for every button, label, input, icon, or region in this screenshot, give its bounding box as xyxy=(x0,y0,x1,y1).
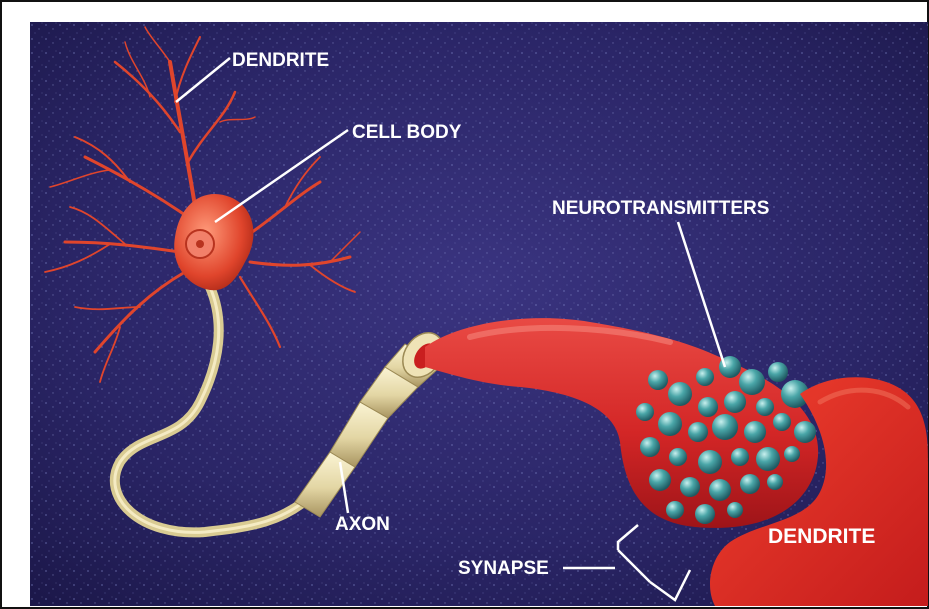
label-synapse: SYNAPSE xyxy=(458,558,549,579)
nucleolus xyxy=(196,240,204,248)
label-neurotransmitters: NEUROTRANSMITTERS xyxy=(552,198,769,219)
label-axon: AXON xyxy=(335,514,390,535)
label-dendrite-bottom: DENDRITE xyxy=(768,525,875,548)
neuron-diagram: DENDRITE CELL BODY NEUROTRANSMITTERS AXO… xyxy=(30,22,928,606)
label-dendrite-top: DENDRITE xyxy=(232,50,329,71)
label-cell-body: CELL BODY xyxy=(352,122,462,143)
